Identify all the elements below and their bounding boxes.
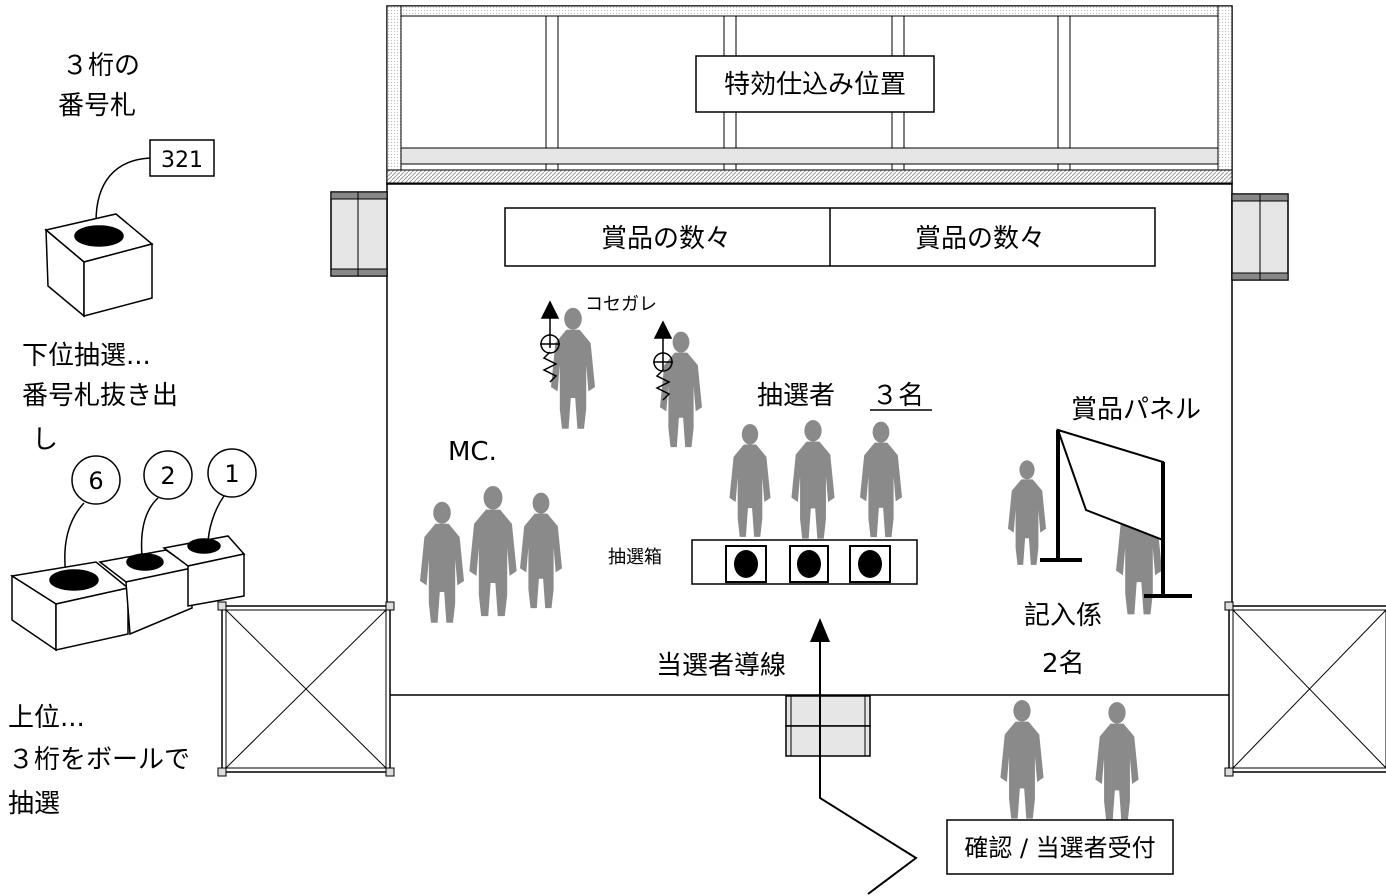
ball-2-label: 2 [160,462,175,490]
prizes-left-label: 賞品の数々 [601,224,731,254]
kosegare-label: コセガレ [585,294,657,315]
winner-route-arrow [810,618,918,895]
drawers-count-label: ３名 [872,381,924,411]
winner-route-label: 当選者導線 [656,651,786,681]
ball-box-large [9,561,130,652]
lower-draw-label-3: し [32,425,58,455]
truss-tower-left [217,601,395,777]
reception-label: 確認 / 当選者受付 [964,834,1155,862]
drawers-label: 抽選者 [757,381,835,411]
prize-panel-label: 賞品パネル [1071,395,1201,425]
ball-box-small [162,535,246,607]
recorder-label: 記入係 [1024,601,1102,631]
reception-box: 確認 / 当選者受付 [946,819,1174,875]
prizes-table: 賞品の数々 賞品の数々 [504,207,1156,267]
recorder-count-label: 2名 [1042,649,1085,679]
mc-label: MC. [448,437,497,467]
effects-position-box: 特効仕込み位置 [695,55,935,113]
truss-tower-right [1224,601,1386,777]
lower-draw-label-2: 番号札抜き出 [22,381,178,411]
ball-box-medium [98,549,194,636]
upper-draw-label-3: 抽選 [8,789,60,819]
three-digit-label: ３桁の [62,51,140,81]
microphone-stand-icon [540,300,673,401]
speaker-left [330,191,388,277]
prizes-right-label: 賞品の数々 [915,224,1045,254]
number-tag-value: 321 [161,148,203,173]
number-tag-label: 番号札 [58,91,136,121]
lower-draw-label-1: 下位抽選... [22,341,151,371]
lottery-box-label: 抽選箱 [608,547,662,568]
ball-1-label: 1 [224,460,239,488]
upper-draw-label-1: 上位... [8,703,85,733]
number-tag: 321 [95,139,215,223]
ball-circles [71,448,257,505]
ball-6-label: 6 [88,467,103,495]
lottery-box-icon [691,539,918,585]
upper-draw-label-2: ３桁をボールで [8,745,190,775]
effects-position-label: 特効仕込み位置 [724,70,906,100]
lottery-box-small-icon [44,213,154,318]
prize-panel-icon [1040,428,1192,598]
front-steps [785,695,871,757]
speaker-right [1231,193,1289,281]
